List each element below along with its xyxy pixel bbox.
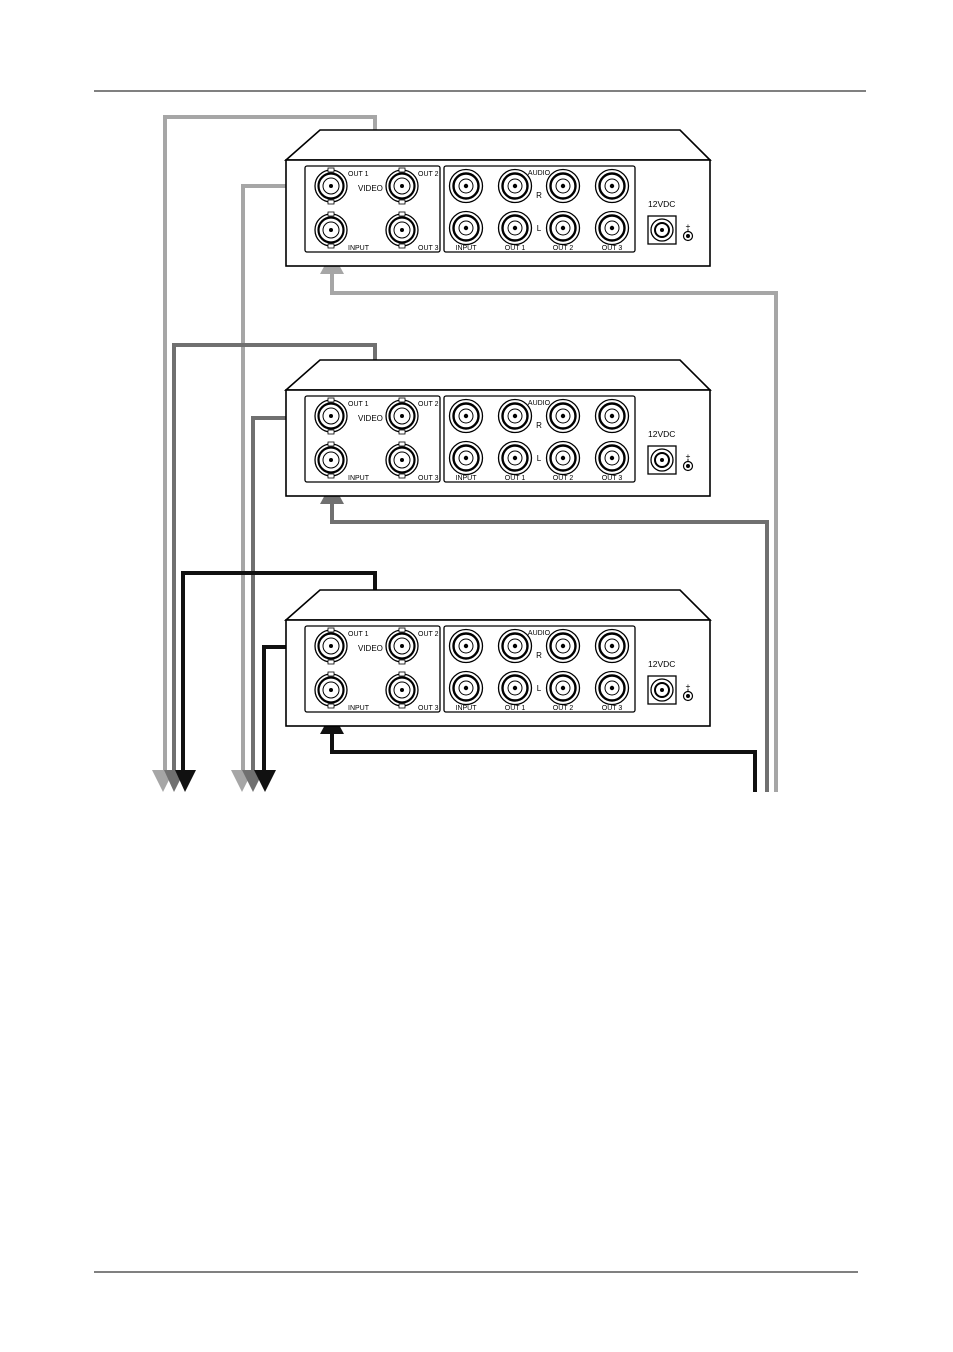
- label-video-input: INPUT: [348, 245, 370, 252]
- device-chassis-top: [286, 360, 710, 390]
- label-audio-port: OUT 2: [553, 705, 574, 712]
- label-video-out1: OUT 1: [348, 631, 369, 638]
- audio-l-connector-3[interactable]: [547, 442, 580, 475]
- audio-l-connector-4[interactable]: [596, 672, 629, 705]
- label-audio: AUDIO: [528, 630, 551, 637]
- label-audio-port: OUT 1: [505, 245, 526, 252]
- label-l: L: [537, 684, 542, 693]
- audio-l-connector-3[interactable]: [547, 672, 580, 705]
- audio-r-connector-4[interactable]: [596, 170, 629, 203]
- audio-r-connector-3[interactable]: [547, 170, 580, 203]
- label-audio-port: OUT 2: [553, 475, 574, 482]
- audio-r-connector-3[interactable]: [547, 400, 580, 433]
- label-audio-port: OUT 1: [505, 475, 526, 482]
- label-r: R: [536, 651, 542, 660]
- label-video-out2: OUT 2: [418, 401, 439, 408]
- label-r: R: [536, 421, 542, 430]
- label-power: 12VDC: [648, 659, 675, 669]
- audio-l-connector-1[interactable]: [450, 442, 483, 475]
- label-audio: AUDIO: [528, 170, 551, 177]
- label-power: 12VDC: [648, 199, 675, 209]
- audio-l-connector-2[interactable]: [499, 672, 532, 705]
- label-audio: AUDIO: [528, 400, 551, 407]
- label-video-out1: OUT 1: [348, 401, 369, 408]
- audio-r-connector-1[interactable]: [450, 400, 483, 433]
- label-video: VIDEO: [358, 644, 383, 653]
- power-jack[interactable]: [648, 676, 676, 704]
- audio-r-connector-2[interactable]: [499, 170, 532, 203]
- label-audio-port: INPUT: [456, 475, 478, 482]
- audio-r-connector-2[interactable]: [499, 630, 532, 663]
- power-jack[interactable]: [648, 216, 676, 244]
- label-r: R: [536, 191, 542, 200]
- label-video-out1: OUT 1: [348, 171, 369, 178]
- label-audio-port: OUT 1: [505, 705, 526, 712]
- label-video-out2: OUT 2: [418, 631, 439, 638]
- label-video-out3: OUT 3: [418, 705, 439, 712]
- audio-l-connector-1[interactable]: [450, 672, 483, 705]
- label-video-input: INPUT: [348, 475, 370, 482]
- label-video: VIDEO: [358, 184, 383, 193]
- audio-r-connector-4[interactable]: [596, 400, 629, 433]
- audio-r-connector-3[interactable]: [547, 630, 580, 663]
- label-video-out2: OUT 2: [418, 171, 439, 178]
- audio-r-connector-2[interactable]: [499, 400, 532, 433]
- audio-l-connector-4[interactable]: [596, 442, 629, 475]
- device-top: OUT 1 OUT 2 VIDEO INPUT OUT 3 INPUT OUT 1 OUT 2…: [286, 130, 710, 266]
- label-audio-port: OUT 3: [602, 245, 623, 252]
- label-audio-port: OUT 3: [602, 705, 623, 712]
- device-chassis-top: [286, 130, 710, 160]
- label-l: L: [537, 454, 542, 463]
- audio-l-connector-1[interactable]: [450, 212, 483, 245]
- label-audio-port: INPUT: [456, 245, 478, 252]
- audio-l-connector-3[interactable]: [547, 212, 580, 245]
- label-l: L: [537, 224, 542, 233]
- audio-l-connector-2[interactable]: [499, 212, 532, 245]
- devices: OUT 1 OUT 2 VIDEO INPUT OUT 3 INPUT OUT 1 OUT 2…: [286, 130, 710, 726]
- audio-r-connector-4[interactable]: [596, 630, 629, 663]
- audio-l-connector-2[interactable]: [499, 442, 532, 475]
- label-video-input: INPUT: [348, 705, 370, 712]
- label-video: VIDEO: [358, 414, 383, 423]
- audio-r-connector-1[interactable]: [450, 630, 483, 663]
- label-video-out3: OUT 3: [418, 475, 439, 482]
- label-power: 12VDC: [648, 429, 675, 439]
- device-chassis-top: [286, 590, 710, 620]
- label-video-out3: OUT 3: [418, 245, 439, 252]
- audio-l-connector-4[interactable]: [596, 212, 629, 245]
- cable-bottom-input: [332, 730, 755, 792]
- audio-r-connector-1[interactable]: [450, 170, 483, 203]
- device-bottom: OUT 1 OUT 2 VIDEO INPUT OUT 3 INPUT OUT 1 OUT 2…: [286, 590, 710, 726]
- label-audio-port: OUT 3: [602, 475, 623, 482]
- device-middle: OUT 1 OUT 2 VIDEO INPUT OUT 3 INPUT OUT 1 OUT 2…: [286, 360, 710, 496]
- label-audio-port: INPUT: [456, 705, 478, 712]
- label-audio-port: OUT 2: [553, 245, 574, 252]
- power-jack[interactable]: [648, 446, 676, 474]
